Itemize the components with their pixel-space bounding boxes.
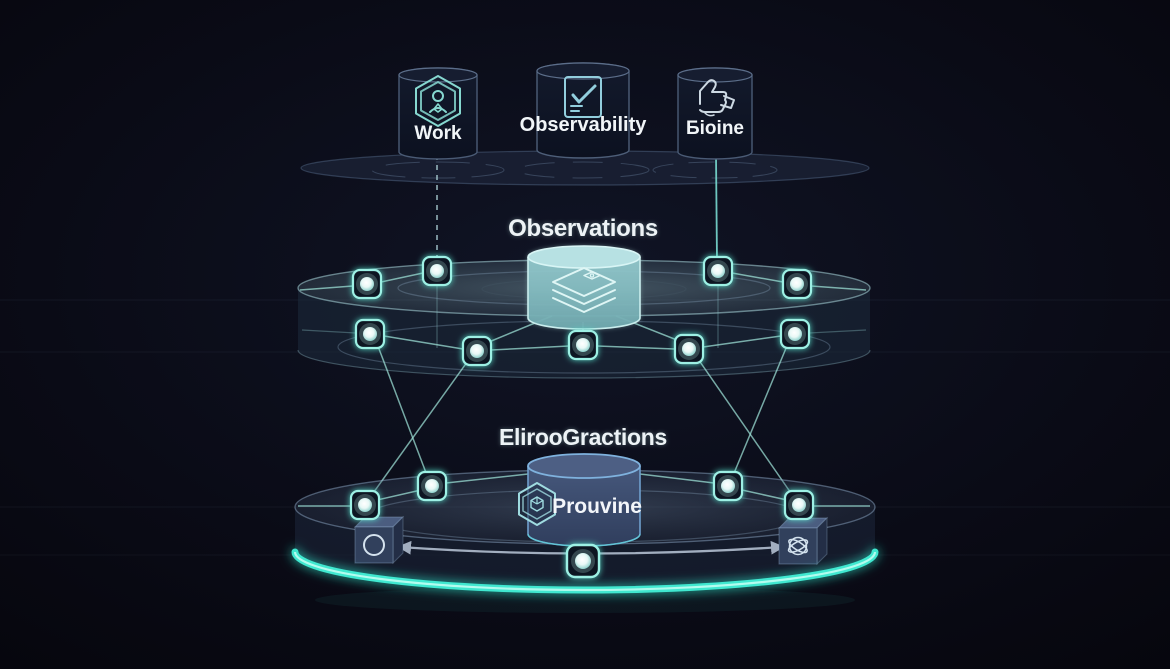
right-cube [777, 516, 829, 566]
thumbs-up-icon [699, 79, 735, 117]
top-box-bioine: Бioine [677, 67, 753, 160]
network-node [351, 268, 383, 300]
network-node [781, 268, 813, 300]
network-node [421, 255, 453, 287]
base-exchange [353, 515, 829, 566]
network-node [702, 255, 734, 287]
atom-scribble-icon [787, 536, 809, 556]
lower-layer-title: ElirooGractions [499, 424, 667, 450]
network-node-front-center [565, 543, 601, 579]
network-node [712, 470, 744, 502]
top-connectors [436, 154, 718, 263]
network-nodes [349, 255, 815, 579]
network-node [416, 470, 448, 502]
network-node [783, 489, 815, 521]
prouvine-label: Prouvine [552, 495, 642, 518]
base-glow-ring [291, 548, 879, 613]
middle-layer-title: Observations [508, 215, 658, 242]
checklist-check-icon [564, 76, 602, 118]
hexagon-robot-icon [415, 75, 461, 127]
network-node [461, 335, 493, 367]
bottom-links [298, 473, 870, 507]
swirl-arc [371, 161, 505, 179]
network-node [673, 333, 705, 365]
network-node [567, 329, 599, 361]
top-box-work: Work [398, 67, 478, 160]
bioine-connector [715, 154, 718, 263]
box-label-observability: Observability [520, 114, 648, 136]
top-box-observability: Observability [520, 62, 648, 159]
network-node [349, 489, 381, 521]
circle-icon [363, 534, 385, 556]
hexagon-cube-icon [518, 482, 556, 526]
left-cube [353, 515, 405, 565]
prouvine-cylinder: Prouvine [518, 453, 642, 547]
stacked-layers-icon [552, 267, 616, 313]
observations-cylinder [527, 245, 641, 330]
swirl-arc [652, 161, 778, 179]
network-node [354, 318, 386, 350]
network-node [779, 318, 811, 350]
box-label-work: Work [414, 123, 462, 144]
box-label-bioine: Бioine [686, 118, 744, 139]
